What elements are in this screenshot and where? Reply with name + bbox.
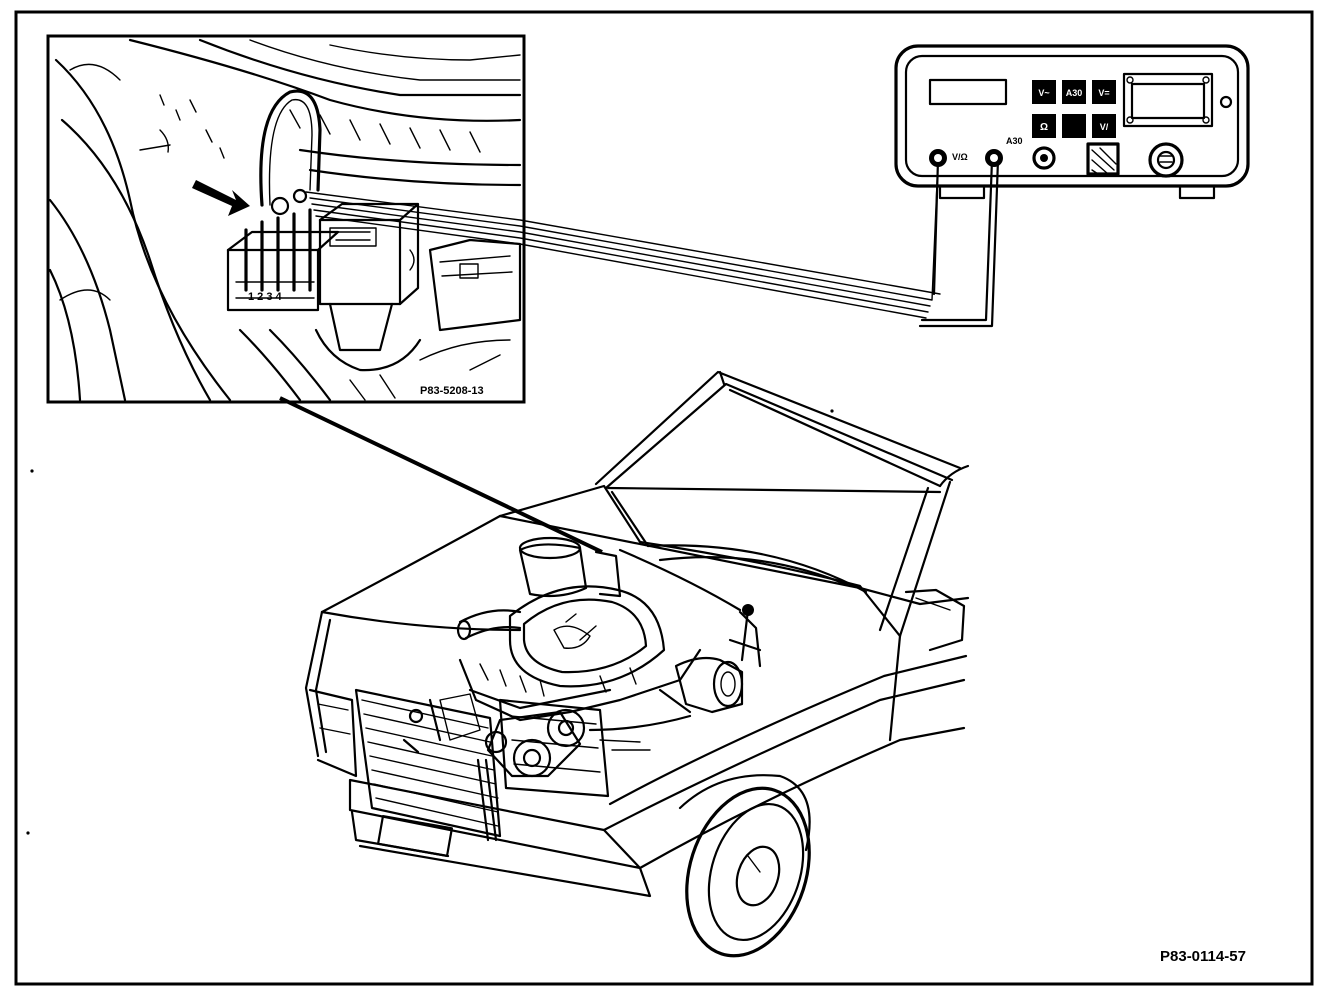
tester-button-label: V/ (1100, 122, 1109, 132)
tester-button (1062, 80, 1086, 104)
tester-left-display (928, 78, 1008, 106)
inset-leader-line (279, 396, 603, 554)
car-illustration (304, 370, 970, 958)
tester-button (1032, 114, 1056, 138)
tester-button-label: V= (1098, 88, 1109, 98)
tester-button (1092, 80, 1116, 104)
tester-button (1062, 114, 1086, 138)
tester-right-display (1122, 72, 1214, 128)
tester-unit: V~ A30 V= Ω V/ V/Ω A30 (894, 44, 1250, 200)
tester-button (1092, 114, 1116, 138)
tester-button-label: Ω (1040, 122, 1048, 133)
tester-jack-label: V/Ω (952, 152, 968, 162)
inset-code: P83-5208-13 (420, 385, 484, 397)
svg-text:1 2 3 4: 1 2 3 4 (248, 291, 283, 303)
tester-button-grid: V~ A30 V= Ω V/ (1032, 80, 1116, 138)
figure-frame (14, 10, 1314, 986)
tester-button-label: A30 (1066, 88, 1083, 98)
inset-frame (46, 34, 526, 404)
inset-detail: 1 2 3 4 P83-5208-13 (46, 34, 526, 404)
tester-button-label: V~ (1038, 88, 1049, 98)
figure-code: P83-0114-57 (1160, 948, 1246, 965)
engine-assembly (428, 536, 762, 778)
tester-button (1032, 80, 1056, 104)
tester-jack-label: A30 (1006, 136, 1023, 146)
test-lead-cables (305, 158, 1000, 328)
